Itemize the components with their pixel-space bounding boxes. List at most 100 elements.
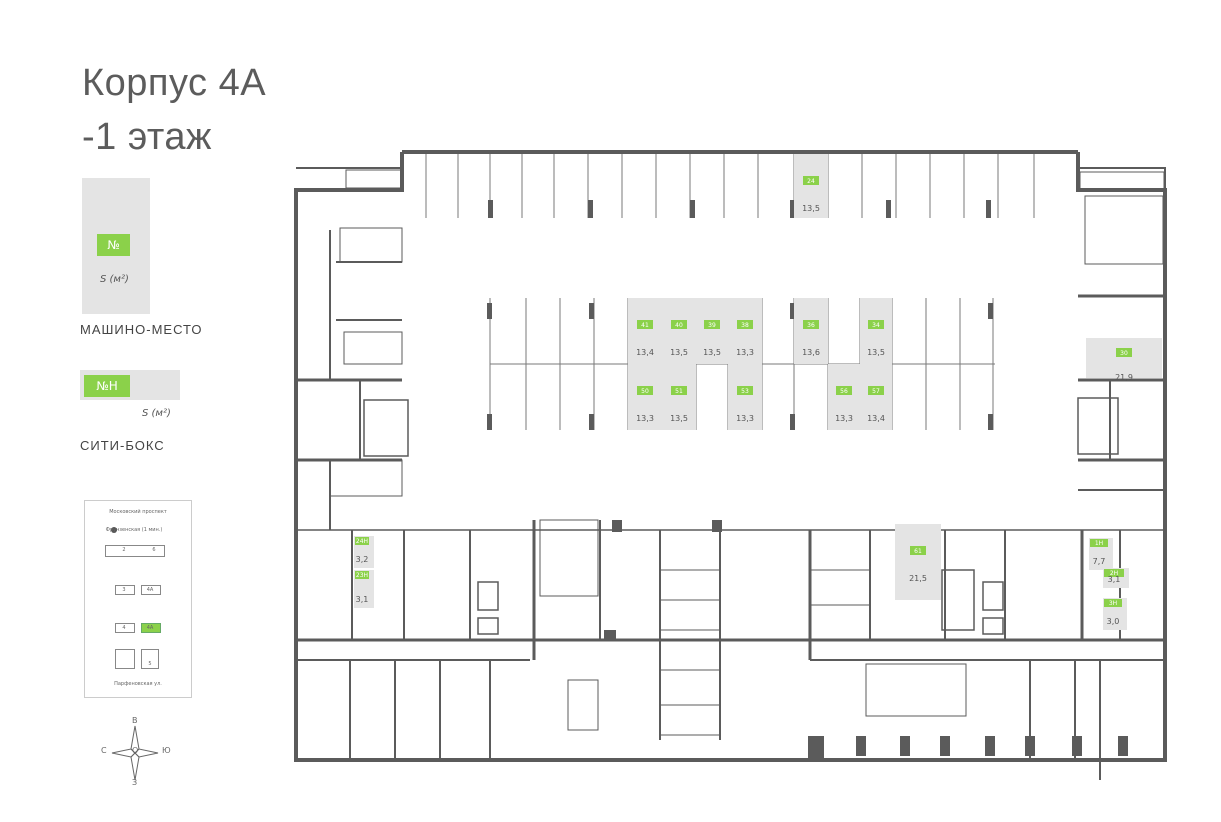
city-box-area: 3,1 — [1108, 575, 1121, 584]
parking-spot[interactable]: 34 13,5 — [860, 298, 892, 364]
city-box[interactable]: 24Н 3,2 — [354, 536, 374, 568]
city-box-area: 3,1 — [356, 595, 369, 604]
page-title: Корпус 4А — [82, 62, 267, 104]
keymap-block-4a-highlight — [141, 623, 161, 633]
parking-spot-badge — [737, 320, 753, 329]
parking-spot-area: 13,3 — [636, 414, 654, 423]
compass-north: В — [132, 716, 138, 725]
city-box-number: 3Н — [1109, 600, 1117, 607]
parking-spot-area-bg — [860, 364, 892, 430]
parking-spot[interactable]: 56 13,3 — [828, 364, 860, 430]
parking-spot[interactable]: 38 13,3 — [728, 298, 762, 364]
city-box-number: 24Н — [356, 538, 368, 545]
keymap-block-4a-shape — [141, 585, 161, 595]
parking-spot-area-bg — [696, 298, 728, 364]
parking-spot-number: 24 — [807, 178, 815, 185]
legend-parking-area: S (м²) — [100, 274, 129, 285]
compass-south: З — [132, 778, 138, 787]
keymap-block-1-shape — [115, 649, 135, 669]
parking-spot-area-bg — [860, 298, 892, 364]
parking-spot-number: 50 — [641, 388, 649, 395]
parking-spot-number: 56 — [840, 388, 848, 395]
parking-spot-area: 13,3 — [835, 414, 853, 423]
parking-spot[interactable]: 36 13,6 — [794, 298, 828, 364]
parking-spot[interactable]: 57 13,4 — [860, 364, 892, 430]
parking-spot-badge — [1116, 348, 1132, 357]
keymap-block-4a-current: 4А — [146, 625, 154, 631]
parking-spot-number: 36 — [807, 322, 815, 329]
parking-spot-badge — [637, 320, 653, 329]
parking-spot-area: 13,6 — [802, 348, 820, 357]
parking-spot-number: 38 — [741, 322, 749, 329]
city-box-badge — [1090, 539, 1108, 547]
city-box-number: 2Н — [1110, 570, 1118, 577]
compass-east: Ю — [162, 746, 171, 755]
parking-spot-number: 41 — [641, 322, 649, 329]
legend-parking-num: № — [97, 234, 130, 256]
parking-spot-area: 21,9 — [1115, 373, 1133, 382]
city-box[interactable]: 23Н 3,1 — [354, 570, 374, 608]
city-box-area: 3,2 — [356, 555, 369, 564]
parking-spot[interactable]: 39 13,5 — [696, 298, 728, 364]
city-box-bg — [354, 570, 374, 608]
keymap-block-top — [105, 545, 165, 557]
parking-spot-area: 13,5 — [670, 414, 688, 423]
parking-spot-number: 34 — [872, 322, 880, 329]
parking-spot-badge — [803, 176, 819, 185]
parking-spot-badge — [910, 546, 926, 555]
parking-spot-badge — [671, 386, 687, 395]
parking-spots: 2413,54113,44013,53913,53813,33613,63413… — [628, 154, 1162, 600]
city-box-badge — [1104, 569, 1124, 577]
city-box-area: 3,0 — [1107, 617, 1120, 626]
parking-spot[interactable]: 50 13,3 — [628, 364, 662, 430]
parking-spot-area: 21,5 — [909, 574, 927, 583]
city-box[interactable]: 1Н7,7 — [1089, 538, 1113, 570]
parking-spot-area-bg — [895, 524, 941, 600]
legend-citybox-num: №Н — [84, 375, 130, 397]
parking-spot-number: 57 — [872, 388, 880, 395]
compass-rose-icon — [111, 725, 159, 781]
parking-spot-area-bg — [828, 364, 860, 430]
parking-spot-area: 13,5 — [867, 348, 885, 357]
parking-spot-area: 13,4 — [867, 414, 885, 423]
city-box[interactable]: 2Н3,1 — [1103, 568, 1129, 588]
city-box-badge — [355, 571, 369, 579]
parking-spot[interactable]: 40 13,5 — [662, 298, 696, 364]
parking-spot[interactable]: 24 13,5 — [794, 154, 828, 218]
legend-citybox-label: СИТИ-БОКС — [80, 438, 165, 453]
floor-title: -1 этаж — [82, 116, 212, 158]
parking-spot-badge — [637, 386, 653, 395]
site-keymap: Московский проспект Фрунзенская (1 мин.)… — [84, 500, 192, 698]
parking-spot-number: 40 — [675, 322, 683, 329]
parking-spot-area-bg — [794, 154, 828, 218]
parking-spot-area-bg — [628, 298, 662, 364]
floor-plan-walls — [294, 150, 1167, 780]
parking-spot-badge — [704, 320, 720, 329]
parking-spot-badge — [803, 320, 819, 329]
parking-spot-area-bg — [728, 364, 762, 430]
keymap-block-2: 2 — [122, 547, 126, 553]
parking-spot-badge — [868, 386, 884, 395]
parking-spot-number: 39 — [708, 322, 716, 329]
parking-spot-area: 13,5 — [802, 204, 820, 213]
city-box[interactable]: 3Н 3,0 — [1103, 598, 1127, 630]
legend-parking-label: МАШИНО-МЕСТО — [80, 322, 203, 337]
structural-columns — [487, 200, 1128, 760]
parking-spot-area: 13,5 — [703, 348, 721, 357]
keymap-block-4a: 4А — [146, 587, 154, 593]
parking-spot-badge — [868, 320, 884, 329]
parking-spot-badge — [737, 386, 753, 395]
legend-citybox-area: S (м²) — [142, 408, 171, 419]
parking-spot-area-bg — [728, 298, 762, 364]
city-box-number: 23Н — [356, 572, 368, 579]
keymap-block-5: 5 — [148, 661, 152, 667]
parking-spot-area: 13,3 — [736, 348, 754, 357]
city-box-area: 7,7 — [1093, 557, 1106, 566]
parking-spot-area: 13,5 — [670, 348, 688, 357]
